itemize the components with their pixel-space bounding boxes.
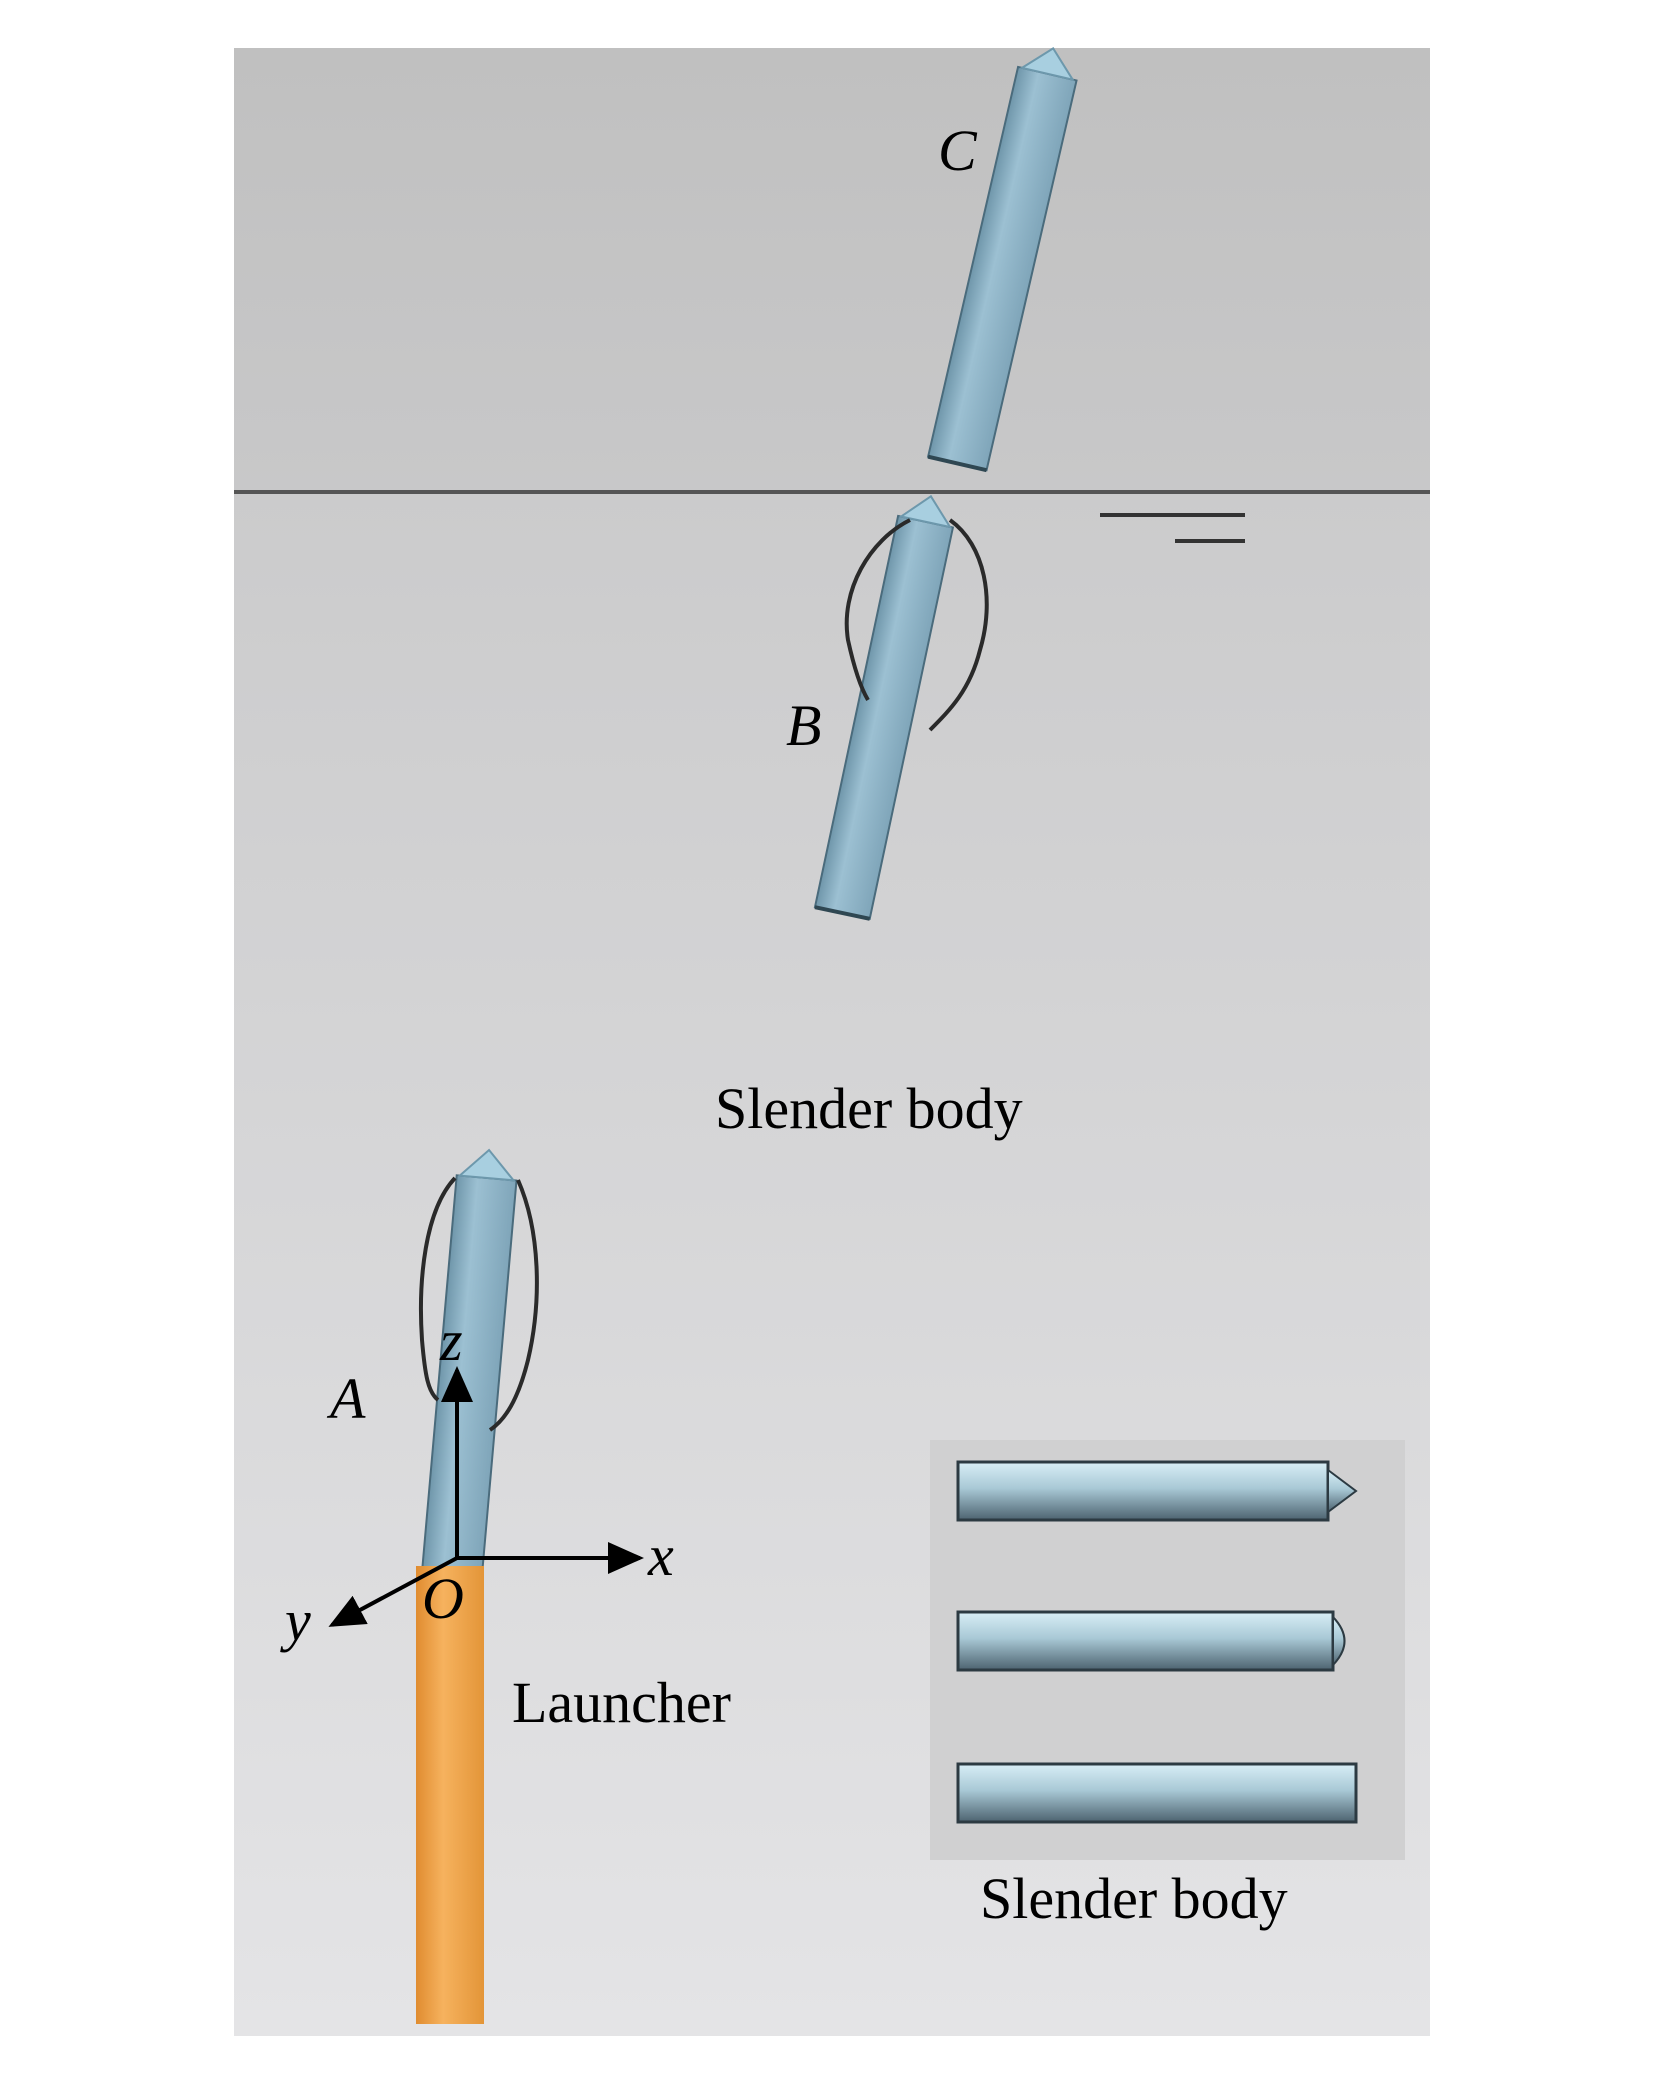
label-position-b: B [786, 693, 821, 758]
slender-body-position-b [813, 494, 955, 921]
label-position-c: C [938, 118, 978, 183]
inset-body-hemisphere-nose [956, 1610, 1346, 1672]
inset-body-flat-nose [956, 1762, 1358, 1824]
label-axis-y: y [280, 1588, 311, 1653]
label-position-a: A [326, 1366, 366, 1431]
slender-body-position-c [926, 46, 1078, 473]
label-axis-x: x [647, 1523, 674, 1588]
cavity-outline-a [418, 1176, 539, 1432]
label-slender-body-main: Slender body [715, 1076, 1023, 1141]
launcher-tube [416, 1566, 484, 2024]
inset-body-cone-nose [956, 1460, 1358, 1522]
y-axis [328, 1556, 458, 1627]
air-region [234, 48, 1430, 492]
label-origin: O [422, 1566, 464, 1631]
label-launcher: Launcher [512, 1670, 731, 1735]
label-axis-z: z [439, 1308, 463, 1373]
cavity-outline-b [844, 518, 989, 732]
nose-shape-inset [930, 1440, 1405, 1860]
label-slender-body-inset: Slender body [980, 1866, 1288, 1931]
